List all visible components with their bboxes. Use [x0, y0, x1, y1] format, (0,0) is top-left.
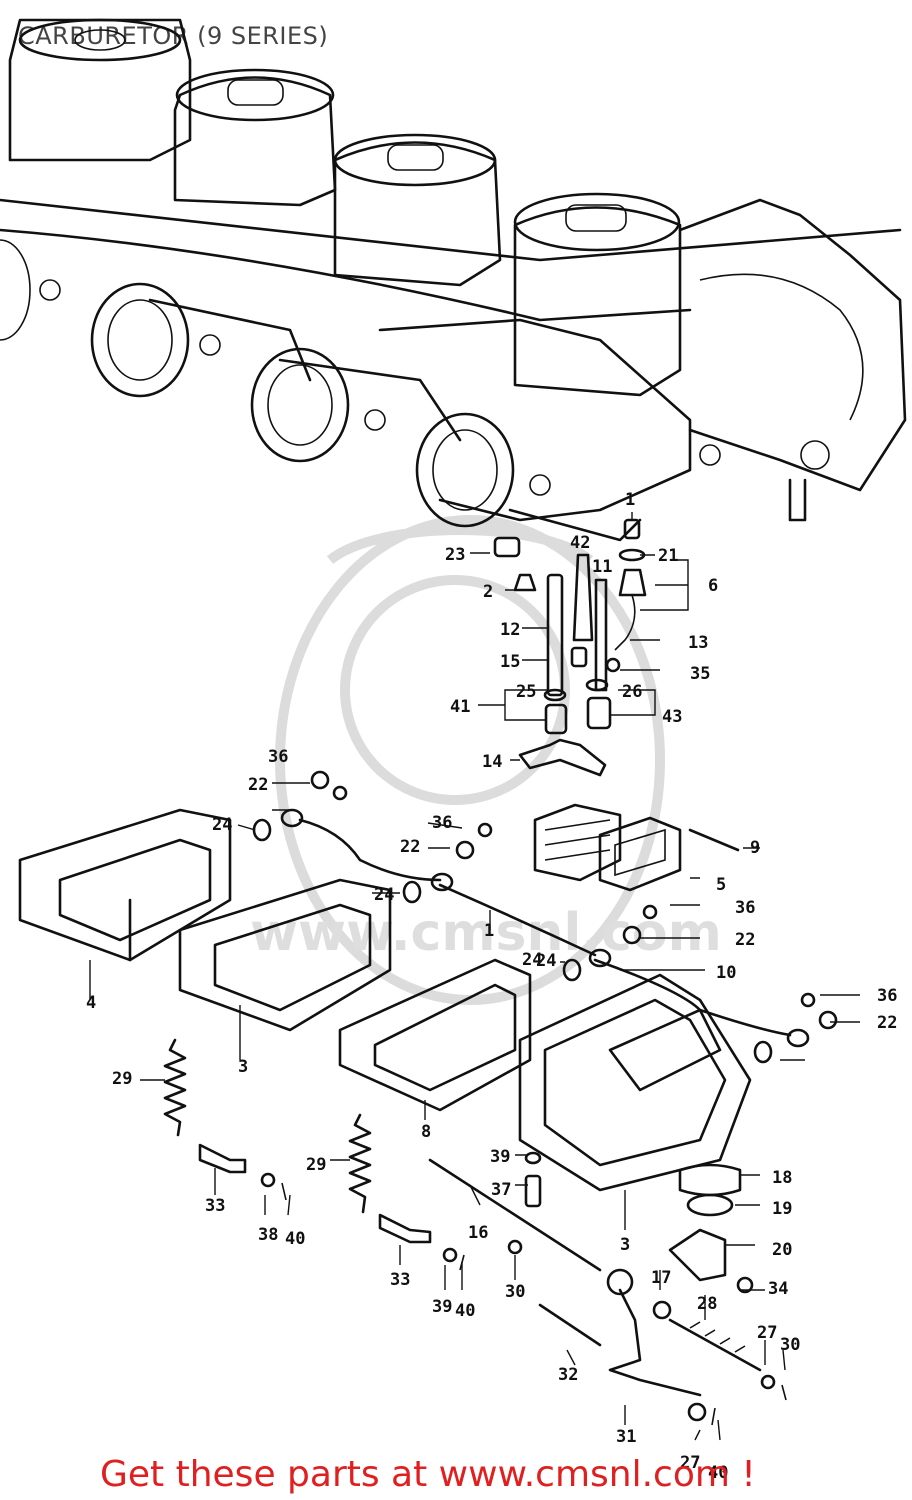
float-chambers: [18, 808, 752, 1192]
callout-label-16: 16: [468, 1223, 488, 1243]
callout-label-40: 40: [285, 1229, 305, 1249]
callout-label-5: 5: [716, 875, 726, 895]
callout-label-40: 40: [708, 1463, 728, 1483]
callout-label-26: 26: [622, 682, 642, 702]
callout-label-32: 32: [558, 1365, 578, 1385]
callout-label-39: 39: [432, 1297, 452, 1317]
callout-label-30: 30: [780, 1335, 800, 1355]
callout-label-24: 24: [374, 885, 394, 905]
callout-label-36: 36: [432, 813, 452, 833]
callout-label-36: 36: [877, 986, 897, 1006]
callout-label-22: 22: [400, 837, 420, 857]
callout-label-33: 33: [390, 1270, 410, 1290]
callout-label-34: 34: [768, 1279, 788, 1299]
callout-label-12: 12: [500, 620, 520, 640]
callout-label-10: 10: [716, 963, 736, 983]
callout-label-15: 15: [500, 652, 520, 672]
callout-label-1: 1: [625, 490, 635, 510]
callout-label-11: 11: [592, 557, 612, 577]
callout-label-41: 41: [450, 697, 470, 717]
diagram-title: CARBURETOR (9 SERIES): [18, 22, 329, 50]
callout-label-42: 42: [570, 533, 590, 553]
fuel-lines: [252, 770, 838, 1064]
carburetor-bank: [0, 18, 907, 542]
callout-label-13: 13: [688, 633, 708, 653]
callout-label-27: 27: [680, 1453, 700, 1473]
callout-label-20: 20: [772, 1240, 792, 1260]
callout-label-24: 24: [212, 815, 232, 835]
callout-label-17: 17: [651, 1268, 671, 1288]
callout-label-31: 31: [616, 1427, 636, 1447]
callout-label-22: 22: [877, 1013, 897, 1033]
callout-label-4: 4: [86, 993, 96, 1013]
footer-link-text[interactable]: Get these parts at www.cmsnl.com !: [100, 1454, 756, 1495]
callout-label-43: 43: [662, 707, 682, 727]
callout-label-38: 38: [258, 1225, 278, 1245]
callout-label-14: 14: [482, 752, 502, 772]
callout-label-28: 28: [697, 1294, 717, 1314]
callout-label-30: 30: [505, 1282, 525, 1302]
callout-label-3: 3: [238, 1057, 248, 1077]
callout-label-35: 35: [690, 664, 710, 684]
callout-label-36: 36: [735, 898, 755, 918]
callout-label-9: 9: [750, 838, 760, 858]
callout-label-6: 6: [708, 576, 718, 596]
callout-label-29: 29: [112, 1069, 132, 1089]
callout-label-21: 21: [658, 546, 678, 566]
callout-label-24: 24: [536, 951, 556, 971]
callout-label-1: 1: [484, 921, 494, 941]
callout-label-27: 27: [757, 1323, 777, 1343]
callout-label-37: 37: [491, 1180, 511, 1200]
callout-label-8: 8: [421, 1122, 431, 1142]
jet-needle-assembly: [493, 518, 647, 777]
callout-label-29: 29: [306, 1155, 326, 1175]
callout-label-36: 36: [268, 747, 288, 767]
callout-label-19: 19: [772, 1199, 792, 1219]
callout-label-22: 22: [248, 775, 268, 795]
callout-label-2: 2: [483, 582, 493, 602]
callout-label-18: 18: [772, 1168, 792, 1188]
callout-label-40: 40: [455, 1301, 475, 1321]
callout-label-25: 25: [516, 682, 536, 702]
callout-label-33: 33: [205, 1196, 225, 1216]
callout-label-39: 39: [490, 1147, 510, 1167]
callout-label-23: 23: [445, 545, 465, 565]
leader-lines: [89, 512, 860, 1441]
callout-label-22: 22: [735, 930, 755, 950]
linkage-and-springs: [163, 1038, 787, 1426]
callout-label-24: 24: [522, 950, 542, 970]
float-and-gasket: [533, 803, 740, 892]
callout-label-3: 3: [620, 1235, 630, 1255]
